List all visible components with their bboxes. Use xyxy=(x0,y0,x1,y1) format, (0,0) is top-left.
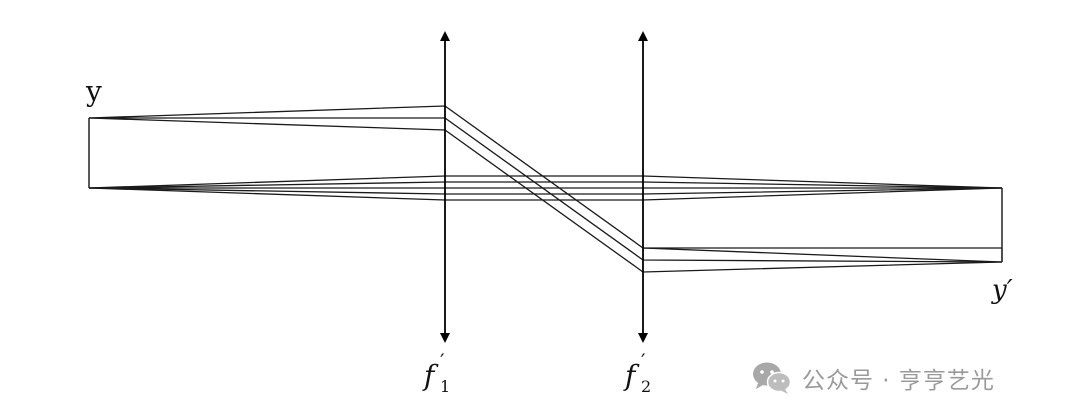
lens-2-focal-label: f ′ 2 xyxy=(623,349,651,396)
watermark-text: 公众号 · 亨亨艺光 xyxy=(802,368,995,394)
image-label: y′ xyxy=(991,275,1013,305)
watermark: 公众号 · 亨亨艺光 xyxy=(752,360,995,396)
svg-text:2: 2 xyxy=(641,377,651,396)
axial-ray-bundle xyxy=(88,175,1003,201)
svg-text:1: 1 xyxy=(440,377,450,396)
svg-text:f: f xyxy=(422,359,439,392)
svg-text:′: ′ xyxy=(440,349,445,373)
object-label: y xyxy=(85,75,102,108)
off-axis-ray-bundle xyxy=(88,105,1003,273)
wechat-icon xyxy=(753,362,792,394)
svg-text:f: f xyxy=(623,359,640,392)
lens-1-focal-label: f ′ 1 xyxy=(422,349,450,396)
svg-text:′: ′ xyxy=(641,349,646,373)
